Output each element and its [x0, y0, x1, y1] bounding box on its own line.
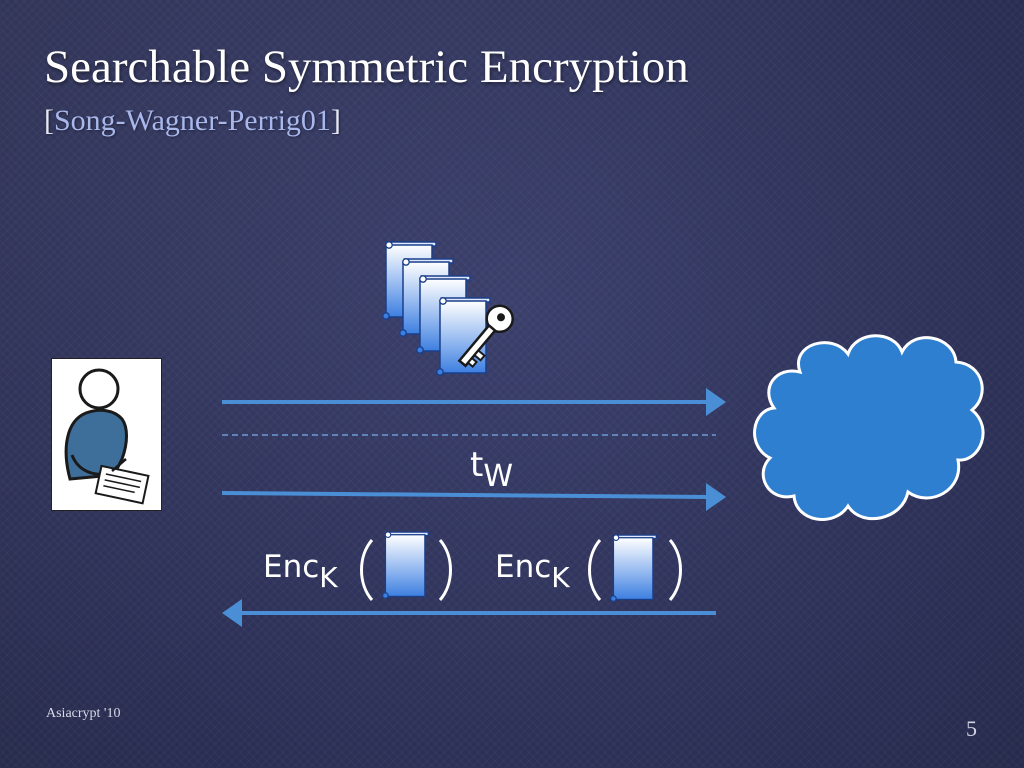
page-number: 5 [966, 716, 977, 741]
key-icon [457, 304, 514, 369]
token-arrow [221, 483, 726, 511]
slide-subtitle: [Song-Wagner-Perrig01] [44, 104, 341, 138]
enc-label-2: EncK [495, 549, 570, 594]
upload-arrow [222, 388, 726, 416]
document-icon [609, 534, 657, 602]
user-writing-icon [64, 368, 163, 505]
close-paren-1 [438, 539, 452, 601]
enc-label-1: EncK [263, 549, 338, 594]
close-paren-2 [668, 539, 682, 601]
citation-link[interactable]: Song-Wagner-Perrig01 [54, 104, 331, 137]
open-paren-1 [360, 539, 374, 601]
document-icon [381, 531, 429, 599]
results-arrow [222, 599, 716, 627]
cloud-server-icon [753, 334, 985, 521]
client-panel [51, 358, 163, 511]
subtitle-close-bracket: ] [330, 104, 341, 137]
footer-venue: Asiacrypt '10 [46, 706, 121, 721]
slide-title: Searchable Symmetric Encryption [44, 41, 689, 93]
subtitle-open-bracket: [ [44, 104, 54, 137]
token-label: tW [470, 445, 513, 494]
open-paren-2 [588, 539, 602, 601]
